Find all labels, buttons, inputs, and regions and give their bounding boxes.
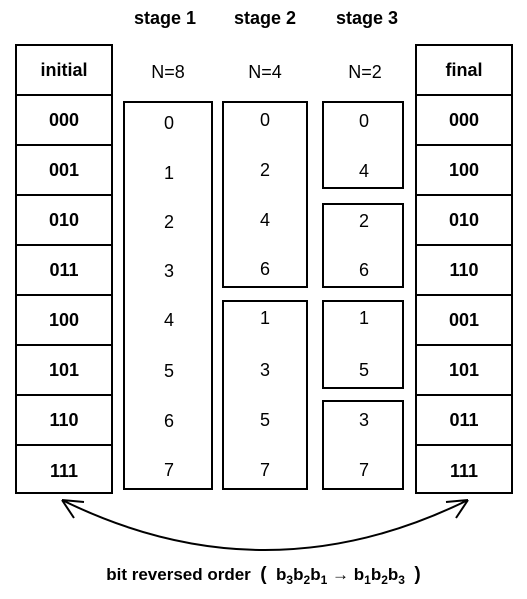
stage-3-index: 7: [358, 460, 369, 480]
stage-3-index: 1: [358, 308, 369, 328]
stage-1-index: 6: [163, 411, 174, 431]
stage-2-index: 0: [259, 110, 270, 130]
stage-2-index: 4: [259, 210, 270, 230]
stage-3-index: 3: [358, 410, 369, 430]
stage-1-index: 2: [163, 212, 174, 232]
final-cell: 100: [417, 146, 511, 196]
stage-1-index: 0: [163, 113, 174, 133]
stage-1-group-box: [123, 101, 213, 490]
stage-2-group-box-even: [222, 101, 308, 288]
stage-2-n-label: N=4: [248, 62, 282, 82]
stage-2-index: 6: [259, 259, 270, 279]
caption-close-paren: ): [414, 564, 421, 585]
initial-cell: 111: [49, 460, 79, 481]
caption-from-bits: b3b2b1: [276, 565, 328, 587]
caption-text: bit reversed order: [106, 565, 251, 584]
final-cell: 010: [417, 196, 511, 246]
stage-1-index: 1: [163, 163, 174, 183]
caption-open-paren: (: [260, 564, 267, 585]
stage-1-header: stage 1: [133, 8, 197, 28]
final-cell: 101: [417, 346, 511, 396]
final-cell: 111: [449, 460, 479, 481]
final-column: final 000 100 010 110 001 101 011 111: [415, 44, 513, 494]
stage-3-index: 2: [358, 211, 369, 231]
final-cell: 011: [417, 396, 511, 446]
stage-3-group-box-2: [322, 203, 404, 288]
stage-2-index: 5: [259, 410, 270, 430]
caption-to-bits: b1b2b3: [353, 565, 405, 587]
stage-1-index: 4: [163, 310, 174, 330]
stage-2-index: 7: [259, 460, 270, 480]
bit-reversed-order-caption: bit reversed order ( b3b2b1 → b1b2b3 ): [0, 564, 527, 587]
final-cell: 110: [417, 246, 511, 296]
stage-2-index: 2: [259, 160, 270, 180]
stage-3-index: 6: [358, 260, 369, 280]
stage-1-index: 7: [163, 460, 174, 480]
stage-1-index: 3: [163, 261, 174, 281]
initial-cell: 000: [17, 96, 111, 146]
initial-cell: 100: [17, 296, 111, 346]
stage-2-index: 3: [259, 360, 270, 380]
initial-header: initial: [17, 46, 111, 96]
stage-3-group-box-4: [322, 400, 404, 490]
stage-3-group-box-1: [322, 101, 404, 189]
stage-1-n-label: N=8: [151, 62, 185, 82]
final-header: final: [417, 46, 511, 96]
initial-cell: 110: [17, 396, 111, 446]
final-cell: 001: [417, 296, 511, 346]
stage-3-index: 5: [358, 360, 369, 380]
initial-cell: 101: [17, 346, 111, 396]
final-cell: 000: [417, 96, 511, 146]
initial-column: initial 000 001 010 011 100 101 110 111: [15, 44, 113, 494]
initial-cell: 010: [17, 196, 111, 246]
stage-3-n-label: N=2: [348, 62, 382, 82]
stage-3-header: stage 3: [335, 8, 399, 28]
stage-2-index: 1: [259, 308, 270, 328]
stage-3-group-box-3: [322, 300, 404, 389]
initial-cell: 011: [17, 246, 111, 296]
stage-3-index: 0: [358, 111, 369, 131]
stage-3-index: 4: [358, 161, 369, 181]
initial-cell: 001: [17, 146, 111, 196]
stage-1-index: 5: [163, 361, 174, 381]
caption-arrow: →: [332, 565, 349, 584]
stage-2-group-box-odd: [222, 300, 308, 490]
stage-2-header: stage 2: [233, 8, 297, 28]
